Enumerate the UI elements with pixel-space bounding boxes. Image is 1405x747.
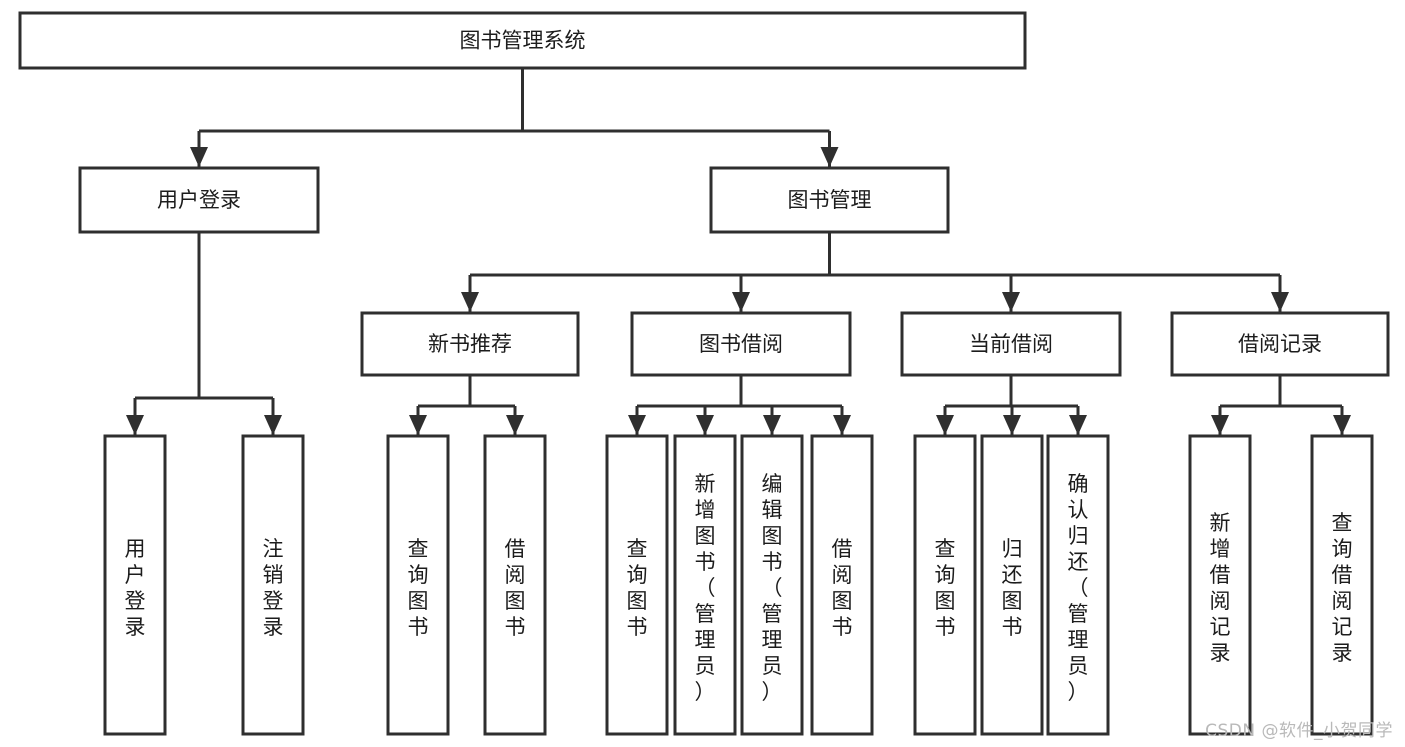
node-box-leaf-edit-book — [740, 434, 804, 736]
node-box-leaf-add-book — [673, 434, 737, 736]
node-label-leaf-return-book: 归还图书 — [1002, 537, 1023, 639]
arrow-head-book-borrow-leaf-1 — [696, 415, 714, 435]
arrow-head-book-manage-1 — [732, 292, 750, 312]
arrow-head-book-borrow-leaf-0 — [628, 415, 646, 435]
node-box-current-borrow — [900, 311, 1122, 377]
node-leaf-edit-book[interactable]: 编辑图书（管理员） — [740, 434, 804, 736]
arrow-head-book-borrow-leaf-3 — [833, 415, 851, 435]
watermark-label: CSDN @软件_小贺同学 — [1205, 721, 1393, 741]
node-box-leaf-confirm-return — [1046, 434, 1110, 736]
node-box-leaf-query-book-2 — [605, 434, 669, 736]
arrow-head-book-manage-3 — [1271, 292, 1289, 312]
arrow-head-current-borrow-leaf-0 — [936, 415, 954, 435]
node-box-leaf-query-book-1 — [386, 434, 450, 736]
node-leaf-logout[interactable]: 注销登录 — [241, 434, 305, 736]
node-label-leaf-borrow-book-2: 借阅图书 — [832, 537, 853, 639]
node-label-book-manage: 图书管理 — [788, 188, 872, 212]
arrow-head-root-1 — [820, 147, 839, 167]
arrow-head-book-borrow-leaf-2 — [763, 415, 781, 435]
node-box-leaf-borrow-book-1 — [483, 434, 547, 736]
node-box-leaf-add-record — [1188, 434, 1252, 736]
node-box-leaf-borrow-book-2 — [810, 434, 874, 736]
arrow-head-new-book-recommend-leaf-1 — [506, 415, 524, 435]
arrow-head-user-login-leaf-0 — [126, 415, 144, 435]
node-box-leaf-user-login — [103, 434, 167, 736]
node-leaf-query-book-3[interactable]: 查询图书 — [913, 434, 977, 736]
arrow-head-book-manage-2 — [1002, 292, 1020, 312]
arrow-head-borrow-record-leaf-0 — [1211, 415, 1229, 435]
node-label-new-book-recommend: 新书推荐 — [428, 332, 512, 356]
node-box-leaf-query-book-3 — [913, 434, 977, 736]
node-label-current-borrow: 当前借阅 — [969, 332, 1053, 356]
node-label-leaf-add-book: 新增图书（管理员） — [695, 472, 716, 704]
node-leaf-borrow-book-2[interactable]: 借阅图书 — [810, 434, 874, 736]
node-box-borrow-record — [1170, 311, 1390, 377]
node-leaf-add-book[interactable]: 新增图书（管理员） — [673, 434, 737, 736]
node-label-leaf-logout: 注销登录 — [263, 537, 284, 639]
node-box-root-title — [18, 11, 1027, 70]
node-box-user-login — [78, 166, 320, 234]
arrow-head-borrow-record-leaf-1 — [1333, 415, 1351, 435]
arrow-head-new-book-recommend-leaf-0 — [409, 415, 427, 435]
node-box-leaf-return-book — [980, 434, 1044, 736]
arrow-head-book-manage-0 — [461, 292, 479, 312]
node-label-leaf-confirm-return: 确认归还（管理员） — [1068, 472, 1089, 704]
node-leaf-confirm-return[interactable]: 确认归还（管理员） — [1046, 434, 1110, 736]
node-label-book-borrow: 图书借阅 — [699, 332, 783, 356]
node-label-leaf-borrow-book-1: 借阅图书 — [505, 537, 526, 639]
node-label-leaf-edit-book: 编辑图书（管理员） — [762, 472, 783, 704]
node-leaf-query-book-1[interactable]: 查询图书 — [386, 434, 450, 736]
node-label-leaf-user-login: 用户登录 — [125, 537, 146, 639]
node-leaf-query-record[interactable]: 查询借阅记录 — [1310, 434, 1374, 736]
node-box-new-book-recommend — [360, 311, 580, 377]
arrow-head-root-0 — [190, 147, 208, 167]
connector-layer — [126, 68, 1351, 435]
node-box-leaf-logout — [241, 434, 305, 736]
node-label-leaf-add-record: 新增借阅记录 — [1210, 511, 1231, 665]
node-label-leaf-query-book-1: 查询图书 — [408, 537, 429, 639]
node-label-leaf-query-record: 查询借阅记录 — [1332, 511, 1353, 665]
node-borrow-record[interactable]: 借阅记录 — [1170, 311, 1390, 377]
node-leaf-return-book[interactable]: 归还图书 — [980, 434, 1044, 736]
arrow-head-current-borrow-leaf-2 — [1069, 415, 1087, 435]
node-label-borrow-record: 借阅记录 — [1238, 332, 1322, 356]
node-label-user-login: 用户登录 — [157, 188, 241, 212]
node-leaf-borrow-book-1[interactable]: 借阅图书 — [483, 434, 547, 736]
node-new-book-recommend[interactable]: 新书推荐 — [360, 311, 580, 377]
node-current-borrow[interactable]: 当前借阅 — [900, 311, 1122, 377]
node-root-title[interactable]: 图书管理系统 — [18, 11, 1027, 70]
node-layer: 图书管理系统用户登录图书管理新书推荐图书借阅当前借阅借阅记录用户登录注销登录查询… — [18, 11, 1390, 736]
node-box-book-borrow — [630, 311, 852, 377]
node-label-leaf-query-book-3: 查询图书 — [935, 537, 956, 639]
arrow-head-current-borrow-leaf-1 — [1003, 415, 1021, 435]
node-user-login[interactable]: 用户登录 — [78, 166, 320, 234]
node-leaf-add-record[interactable]: 新增借阅记录 — [1188, 434, 1252, 736]
node-leaf-query-book-2[interactable]: 查询图书 — [605, 434, 669, 736]
node-label-root-title: 图书管理系统 — [460, 29, 586, 53]
node-book-manage[interactable]: 图书管理 — [709, 166, 950, 234]
node-book-borrow[interactable]: 图书借阅 — [630, 311, 852, 377]
node-box-book-manage — [709, 166, 950, 234]
arrow-head-user-login-leaf-1 — [264, 415, 282, 435]
node-leaf-user-login[interactable]: 用户登录 — [103, 434, 167, 736]
node-box-leaf-query-record — [1310, 434, 1374, 736]
node-label-leaf-query-book-2: 查询图书 — [627, 537, 648, 639]
